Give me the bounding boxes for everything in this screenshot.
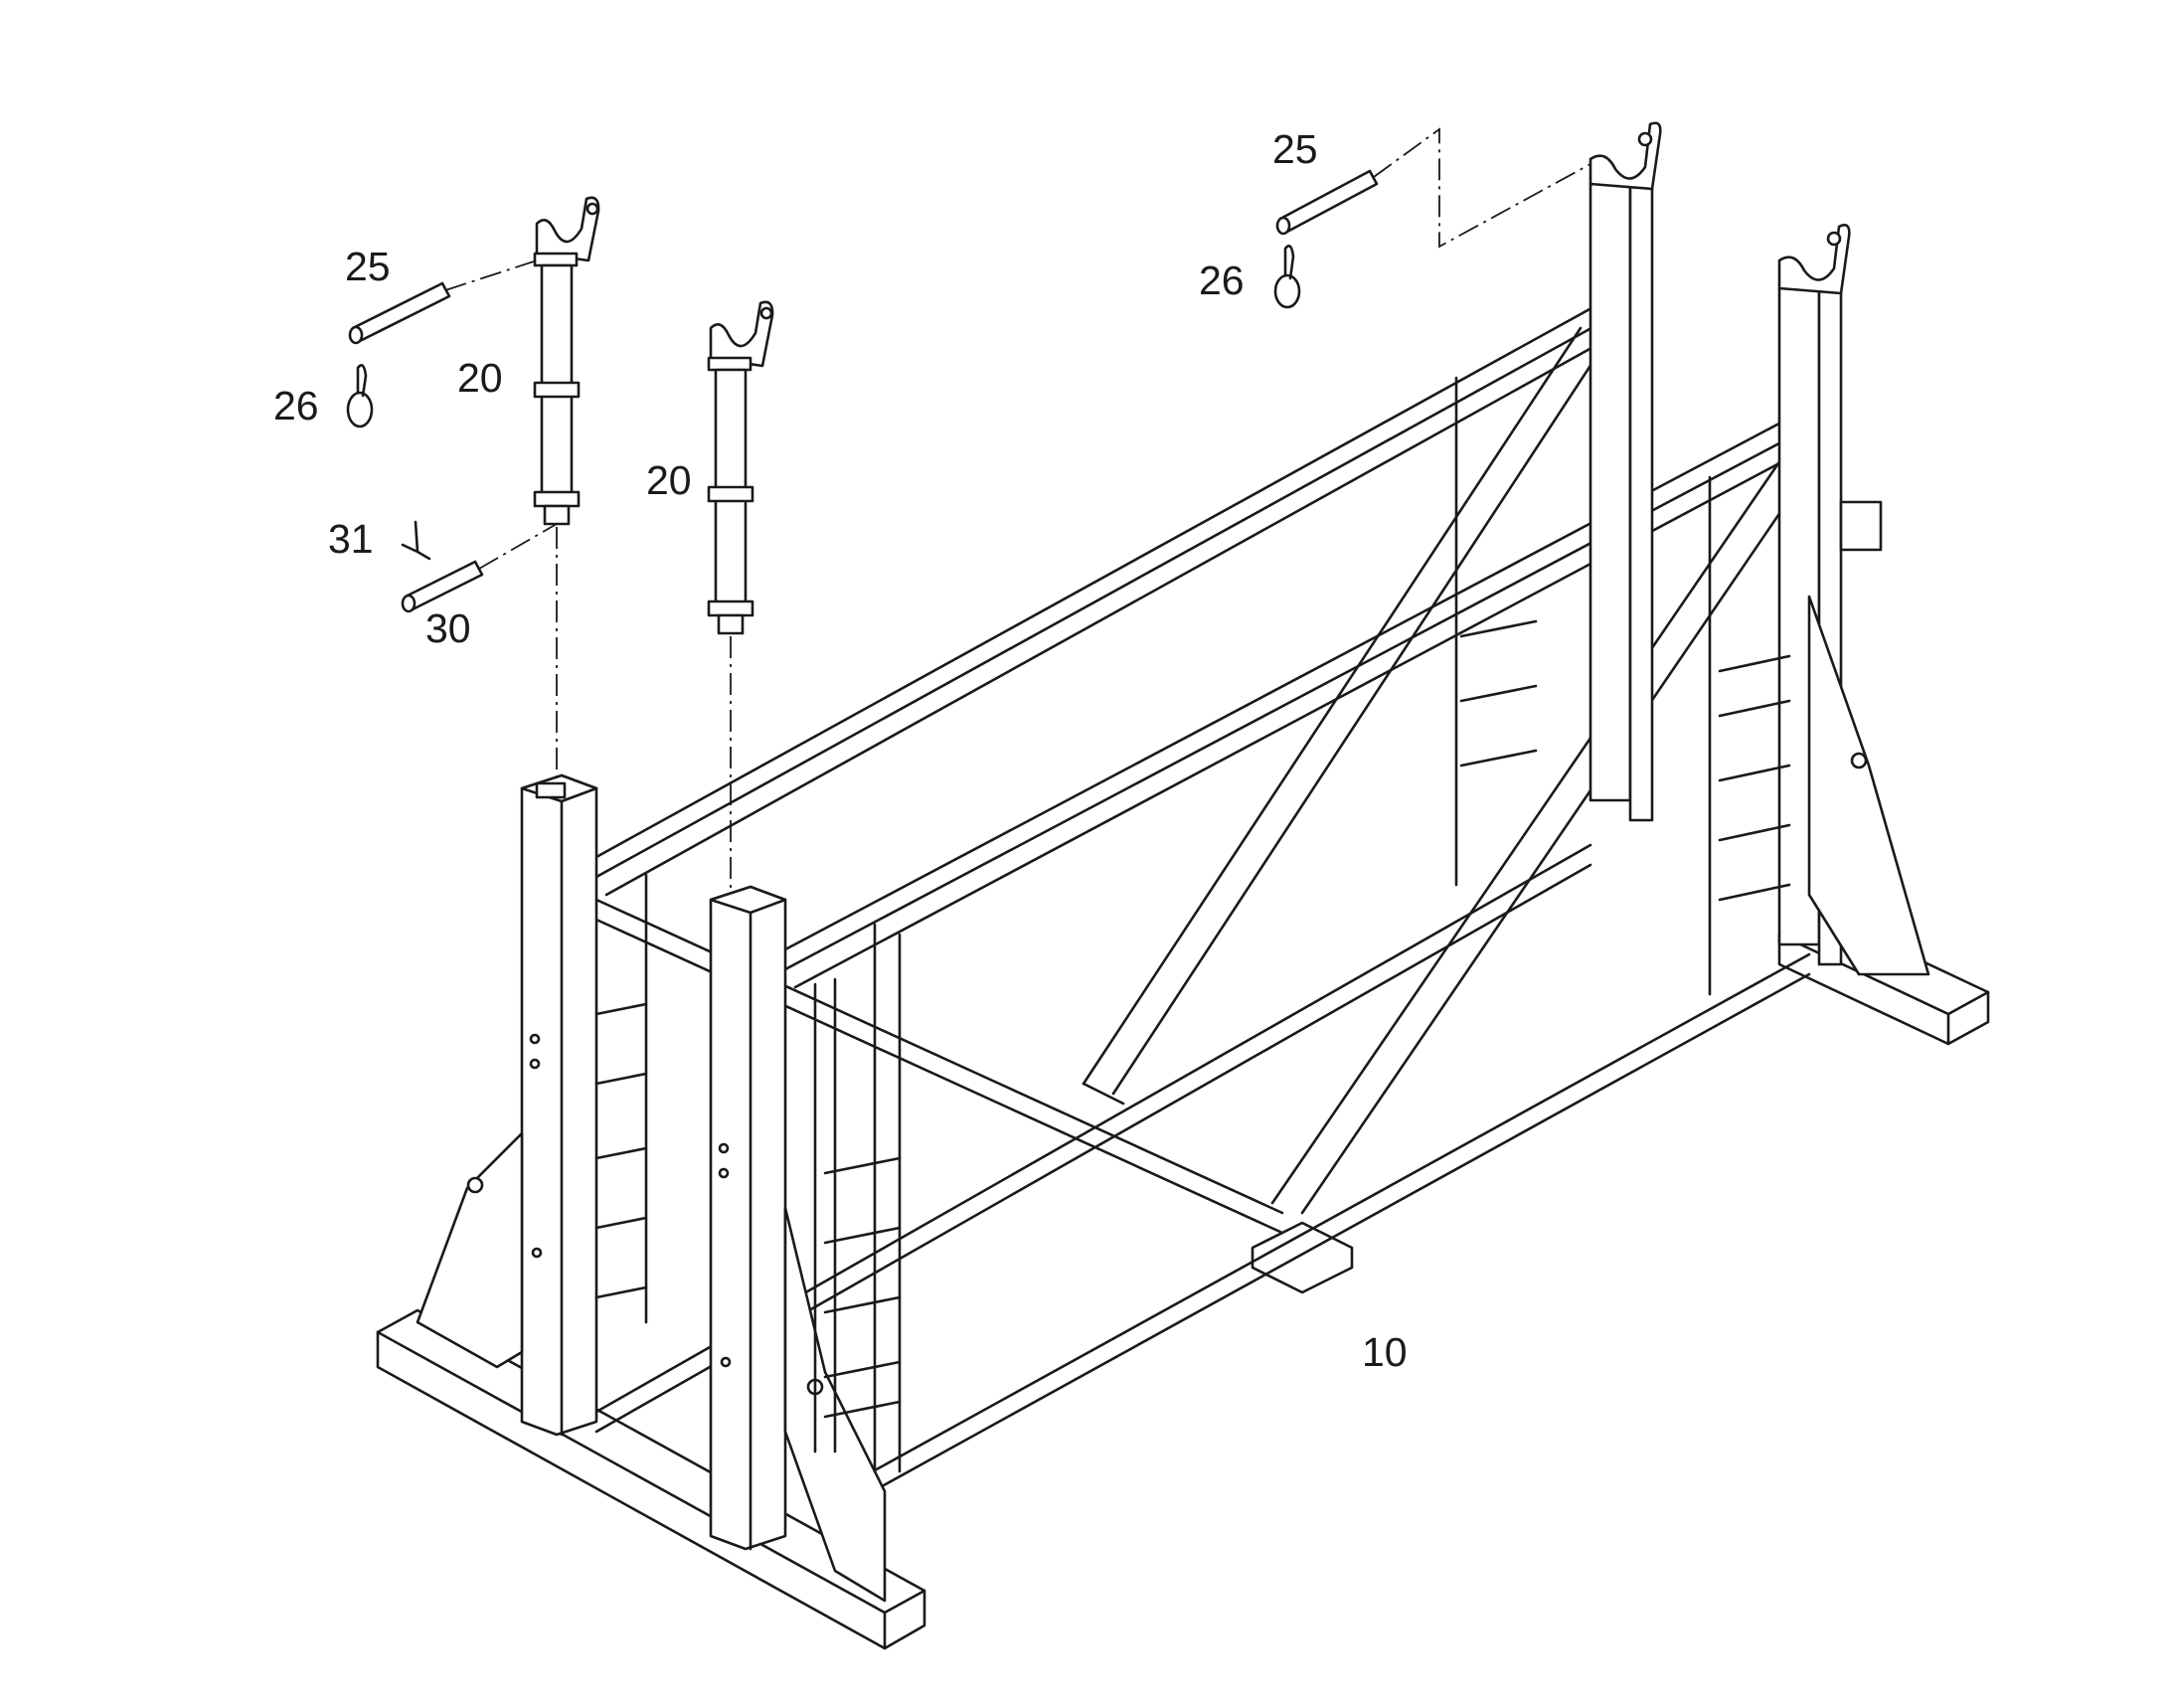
- base-skid-front: [376, 1308, 926, 1650]
- callout-left-post: 20: [457, 355, 503, 401]
- callout-right-pin: 25: [1272, 126, 1318, 172]
- callout-lock-pin: 31: [328, 516, 374, 562]
- callout-left-pin: 25: [345, 244, 391, 289]
- front-socket-post-left: [520, 773, 598, 1437]
- diagonal-braces: [1082, 326, 1806, 1215]
- pin-25-right: [1275, 169, 1379, 236]
- clip-26-left: [346, 364, 374, 428]
- callout-left-clip: 26: [273, 383, 319, 428]
- assembly-center-lines: [444, 127, 1591, 890]
- rear-gusset: [1807, 595, 1930, 976]
- ladder-front: [813, 923, 902, 1473]
- front-gusset-left: [416, 1131, 524, 1369]
- ladder-rear: [1454, 376, 1791, 996]
- callout-rack-frame: 10: [1362, 1329, 1408, 1375]
- callout-middle-post: 20: [646, 457, 692, 503]
- clip-26-right: [1273, 245, 1301, 309]
- callout-right-clip: 26: [1199, 257, 1245, 303]
- callout-lower-pin: 30: [425, 605, 471, 651]
- ladder-left-side: [594, 873, 648, 1324]
- post-20-left: [533, 196, 600, 526]
- rear-upright-left: [1588, 121, 1662, 822]
- pin-25-left: [348, 281, 451, 345]
- rear-upright-right: [1777, 224, 1883, 966]
- pin-30: [401, 560, 484, 613]
- clip-31: [401, 520, 431, 561]
- post-20-middle: [707, 300, 774, 635]
- front-socket-post-right: [709, 885, 787, 1551]
